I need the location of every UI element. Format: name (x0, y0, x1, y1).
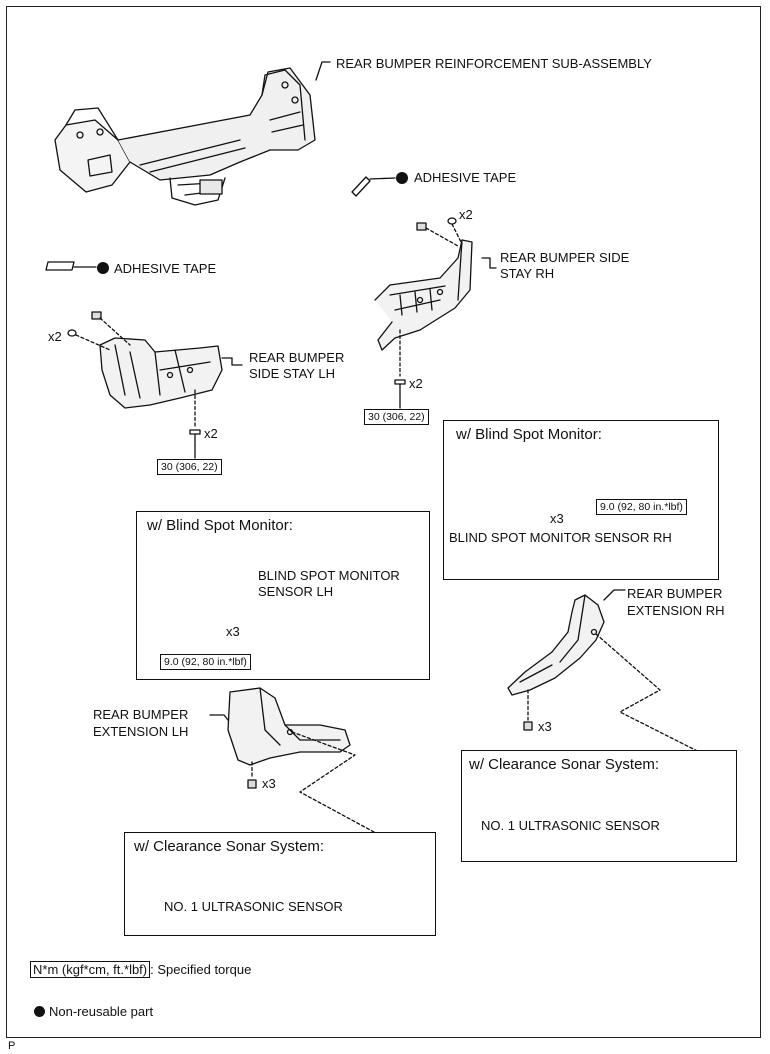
count-x2-lh-bolt: x2 (204, 426, 218, 441)
non-reusable-legend-text: Non-reusable part (49, 1004, 154, 1019)
count-x2-rh-top: x2 (459, 207, 473, 222)
torque-side-stay-rh: 30 (306, 22) (364, 409, 429, 425)
bumper-extension-rh-drawing (507, 594, 605, 696)
ext-lh-label-line2: EXTENSION LH (93, 724, 189, 739)
sonar-lh-box (124, 832, 436, 936)
count-x2-rh-bolt: x2 (409, 376, 423, 391)
torque-side-stay-lh: 30 (306, 22) (157, 459, 222, 475)
side-stay-lh-drawing (67, 311, 223, 409)
bsm-rh-box-title: w/ Blind Spot Monitor: (456, 426, 602, 443)
adhesive-tape-lh-drawing (45, 261, 75, 271)
non-reusable-dot-rh (396, 172, 408, 184)
torque-bsm-lh: 9.0 (92, 80 in.*lbf) (160, 654, 251, 670)
bolt-lh-drawing (189, 429, 201, 435)
side-stay-rh-label-line1: REAR BUMPER SIDE (500, 250, 630, 265)
torque-legend-desc: : Specified torque (150, 962, 252, 977)
bsm-lh-sensor-label-line1: BLIND SPOT MONITOR (258, 568, 400, 583)
diagram-frame (6, 6, 761, 1038)
side-stay-lh-label-line2: SIDE STAY LH (249, 366, 335, 381)
adhesive-tape-rh-drawing (351, 176, 371, 197)
sonar-lh-sensor-label: NO. 1 ULTRASONIC SENSOR (164, 899, 343, 914)
bsm-lh-box (136, 511, 430, 680)
reinforcement-label: REAR BUMPER REINFORCEMENT SUB-ASSEMBLY (336, 56, 652, 71)
count-x3-bsm-rh: x3 (550, 511, 564, 526)
torque-bsm-rh: 9.0 (92, 80 in.*lbf) (596, 499, 687, 515)
non-reusable-dot-icon (34, 1006, 45, 1017)
corner-code: P (8, 1040, 16, 1052)
count-x3-bsm-lh: x3 (226, 624, 240, 639)
bsm-lh-box-title: w/ Blind Spot Monitor: (147, 517, 293, 534)
side-stay-rh-label-line2: STAY RH (500, 266, 555, 281)
torque-legend: N*m (kgf*cm, ft.*lbf): Specified torque (30, 961, 252, 978)
count-x2-lh-top: x2 (48, 329, 62, 344)
ext-rh-label-line2: EXTENSION RH (627, 603, 725, 618)
non-reusable-legend: Non-reusable part (34, 1004, 153, 1020)
bumper-reinforcement-drawing (54, 67, 316, 206)
torque-unit-box: N*m (kgf*cm, ft.*lbf) (30, 961, 151, 978)
ext-rh-label-line1: REAR BUMPER (627, 586, 723, 601)
adhesive-tape-lh-label: ADHESIVE TAPE (114, 261, 217, 276)
non-reusable-dot-lh (97, 262, 109, 274)
bolt-rh-drawing (394, 379, 406, 385)
side-stay-lh-label-line1: REAR BUMPER (249, 350, 345, 365)
bumper-extension-lh-drawing (227, 687, 351, 766)
sonar-rh-box-title: w/ Clearance Sonar System: (469, 756, 660, 773)
ext-lh-label-line1: REAR BUMPER (93, 707, 189, 722)
bsm-lh-sensor-label-line2: SENSOR LH (258, 584, 334, 599)
side-stay-rh-drawing (374, 217, 473, 351)
sonar-rh-sensor-label: NO. 1 ULTRASONIC SENSOR (481, 818, 660, 833)
bsm-rh-sensor-label: BLIND SPOT MONITOR SENSOR RH (449, 530, 672, 545)
count-x3-ext-lh: x3 (262, 776, 276, 791)
adhesive-tape-rh-label: ADHESIVE TAPE (414, 170, 517, 185)
count-x3-ext-rh: x3 (538, 719, 552, 734)
sonar-rh-box (461, 750, 737, 862)
sonar-lh-box-title: w/ Clearance Sonar System: (134, 838, 325, 855)
